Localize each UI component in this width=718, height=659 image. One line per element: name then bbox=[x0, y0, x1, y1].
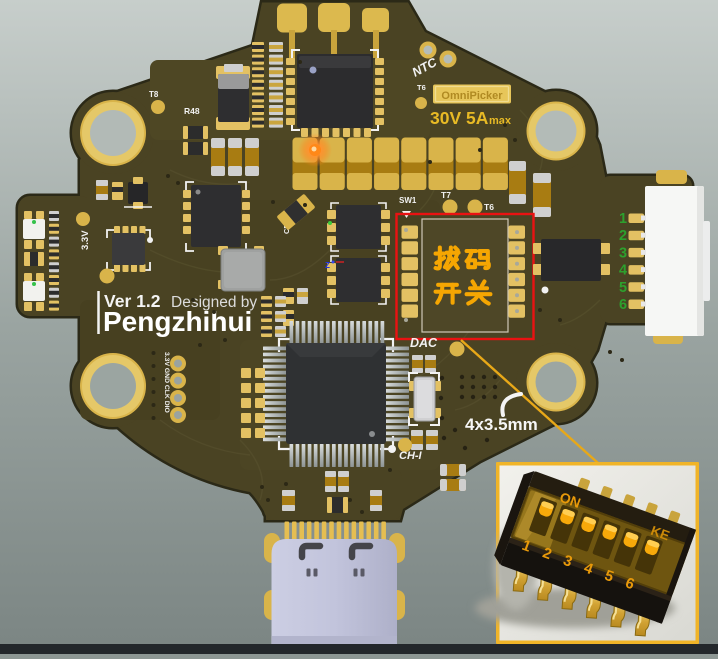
svg-text:4: 4 bbox=[619, 263, 627, 279]
svg-text:OmniPicker: OmniPicker bbox=[441, 90, 503, 102]
svg-text:ON: ON bbox=[558, 489, 583, 511]
svg-text:3.3V GND CLK DIO: 3.3V GND CLK DIO bbox=[163, 352, 170, 413]
svg-text:T6: T6 bbox=[417, 83, 426, 92]
svg-text:KE: KE bbox=[649, 523, 672, 544]
svg-text:Z: Z bbox=[325, 261, 330, 270]
svg-text:3.3V: 3.3V bbox=[80, 230, 91, 250]
svg-text:3: 3 bbox=[619, 245, 627, 261]
svg-text:T8: T8 bbox=[149, 90, 159, 99]
svg-text:max: max bbox=[489, 115, 512, 127]
svg-text:T6: T6 bbox=[484, 202, 494, 212]
svg-text:CH-I: CH-I bbox=[399, 450, 423, 462]
svg-text:Ver 1.2: Ver 1.2 bbox=[104, 291, 161, 311]
svg-text:T7: T7 bbox=[441, 190, 451, 200]
svg-text:5: 5 bbox=[619, 280, 627, 296]
svg-text:1: 1 bbox=[619, 211, 627, 227]
svg-text:Pengzhihui: Pengzhihui bbox=[103, 306, 252, 337]
svg-text:DAC: DAC bbox=[410, 336, 438, 350]
svg-text:6: 6 bbox=[619, 297, 627, 313]
svg-text:SW1: SW1 bbox=[399, 196, 417, 205]
svg-text:R48: R48 bbox=[184, 106, 200, 116]
svg-text:30V 5A: 30V 5A bbox=[430, 108, 489, 128]
svg-text:2: 2 bbox=[619, 228, 627, 244]
svg-text:4x3.5mm: 4x3.5mm bbox=[465, 415, 538, 434]
